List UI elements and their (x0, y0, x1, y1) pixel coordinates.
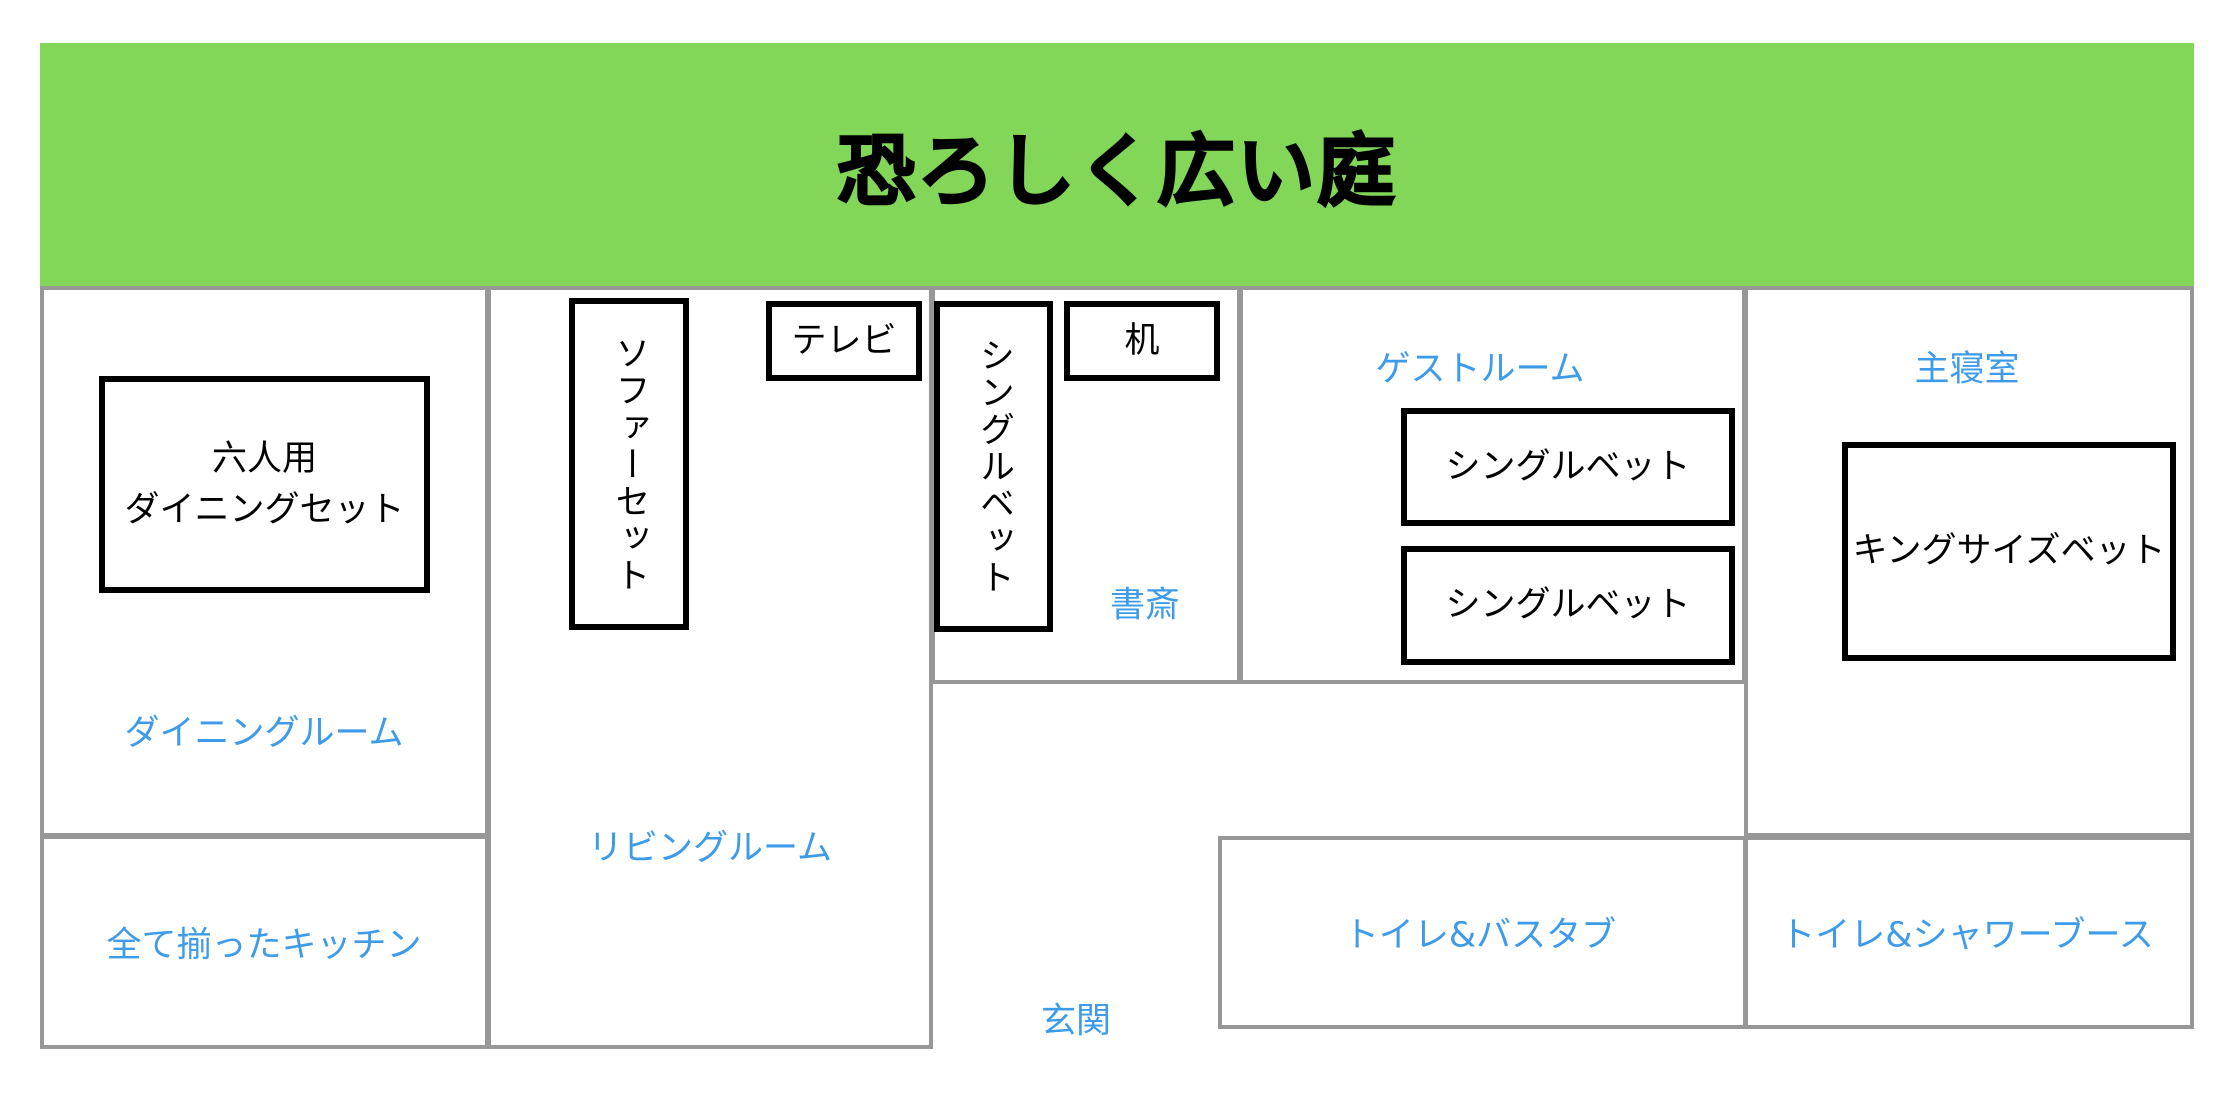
guest-single-bed-2: シングルベット (1401, 546, 1735, 665)
garden-title: 恐ろしく広い庭 (836, 126, 1397, 218)
room-label-bath1: トイレ&バスタブ (1343, 915, 1617, 956)
room-label-kitchen: 全て揃ったキッチン (106, 925, 422, 966)
room-label-living: リビングルーム (588, 828, 832, 869)
guest-single-bed-1: シングルベット (1401, 408, 1735, 526)
room-label-entrance: 玄関 (1040, 1001, 1112, 1042)
room-label-guest: ゲストルーム (1375, 349, 1585, 390)
study-single-bed: シングルベット (934, 301, 1053, 632)
room-label-study: 書斎 (1109, 585, 1181, 626)
living-room (487, 286, 933, 1049)
bath-room-1 (1218, 836, 1747, 1029)
sofa-set: ソファーセット (569, 298, 689, 630)
garden: 恐ろしく広い庭 (40, 43, 2194, 287)
desk: 机 (1064, 301, 1220, 381)
tv: テレビ (766, 301, 922, 381)
room-label-master: 主寝室 (1914, 349, 2020, 390)
room-label-bath2: トイレ&シャワーブース (1780, 915, 2154, 956)
kitchen (40, 835, 489, 1049)
room-label-dining: ダイニングルーム (124, 713, 404, 754)
bath-room-2 (1744, 836, 2194, 1029)
dining-set: 六人用 ダイニングセット (99, 376, 430, 593)
king-size-bed: キングサイズベット (1842, 442, 2176, 661)
